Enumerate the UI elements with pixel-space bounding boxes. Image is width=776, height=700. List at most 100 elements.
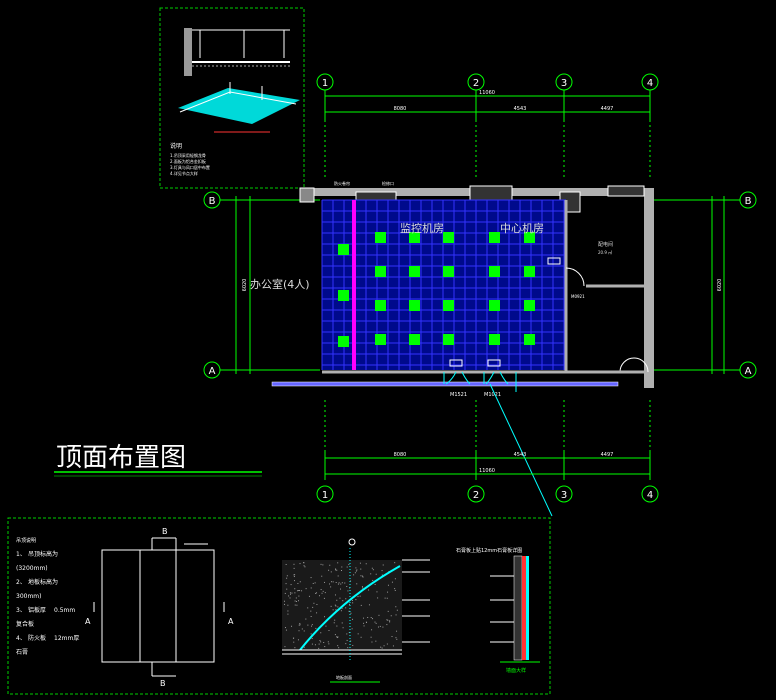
texture-dot — [374, 583, 376, 585]
texture-dot — [381, 570, 383, 572]
texture-dot — [293, 567, 295, 569]
texture-dot — [396, 609, 398, 611]
texture-dot — [285, 629, 287, 631]
texture-dot — [284, 646, 286, 648]
grid-bubbles-side: B A B A — [203, 191, 757, 379]
texture-dot — [349, 603, 351, 605]
side-dim-right: 6020 — [717, 279, 723, 292]
light-panel — [409, 300, 420, 311]
light-panel — [443, 232, 454, 243]
texture-dot — [372, 579, 374, 581]
texture-dot — [377, 597, 379, 599]
light-panel — [489, 334, 500, 345]
texture-dot — [321, 592, 323, 594]
room-label-monitor: 监控机房 — [400, 221, 444, 235]
texture-dot — [329, 583, 331, 585]
texture-dot — [332, 581, 334, 583]
light-panel — [409, 232, 420, 243]
texture-dot — [336, 636, 338, 638]
top-span-dim: 4497 — [601, 106, 614, 112]
texture-dot — [323, 642, 325, 644]
texture-dot — [311, 624, 313, 626]
texture-dot — [394, 589, 396, 591]
texture-dot — [360, 636, 362, 638]
legend-text: 300mm) — [16, 593, 41, 600]
texture-dot — [356, 569, 358, 571]
texture-dot — [357, 633, 359, 635]
texture-dot — [323, 597, 325, 599]
texture-dot — [303, 565, 305, 567]
texture-dot — [351, 628, 353, 630]
texture-dot — [352, 602, 354, 604]
texture-dot — [341, 607, 343, 609]
plan-annotation: 防火卷帘 — [334, 180, 350, 186]
texture-dot — [290, 584, 292, 586]
texture-dot — [314, 582, 316, 584]
texture-dot — [341, 582, 343, 584]
top-dimensions — [324, 90, 651, 180]
texture-dot — [378, 614, 380, 616]
grid-label-2: 2 — [473, 490, 479, 501]
partition-wall — [352, 200, 356, 370]
texture-dot — [367, 616, 369, 618]
texture-dot — [390, 615, 392, 617]
light-panel — [443, 334, 454, 345]
texture-dot — [350, 580, 352, 582]
texture-dot — [296, 604, 298, 606]
section-mark-right: A — [228, 617, 234, 626]
texture-dot — [360, 568, 362, 570]
texture-dot — [319, 640, 321, 642]
texture-dot — [335, 568, 337, 570]
texture-dot — [325, 625, 327, 627]
grid-label-4: 4 — [647, 490, 653, 501]
texture-dot — [316, 603, 318, 605]
texture-dot — [311, 643, 313, 645]
texture-dot — [394, 588, 396, 590]
callout-leader — [489, 383, 553, 517]
legend-text: 地板标高为 — [28, 578, 58, 586]
texture-dot — [375, 622, 377, 624]
texture-dot — [311, 638, 313, 640]
texture-dot — [336, 625, 338, 627]
light-panel — [375, 300, 386, 311]
light-panel — [443, 300, 454, 311]
section-mark-bottom: B — [160, 679, 166, 688]
top-span-dim: 4543 — [514, 106, 527, 112]
legend-title: 吊顶说明 — [16, 537, 36, 544]
texture-dot — [379, 625, 381, 627]
texture-dot — [314, 644, 316, 646]
grid-label-1: 1 — [322, 78, 328, 89]
top-total-dim: 11060 — [479, 90, 495, 96]
grid-label-4: 4 — [647, 78, 653, 89]
bottom-detail-frame — [7, 517, 551, 695]
texture-dot — [346, 639, 348, 641]
texture-dot — [337, 606, 339, 608]
texture-dot — [324, 646, 326, 648]
detail-note: 1.吊顶采用轻钢龙骨 — [170, 152, 206, 158]
texture-dot — [336, 599, 338, 601]
light-panel — [489, 300, 500, 311]
light-panel — [443, 266, 454, 277]
texture-dot — [305, 618, 307, 620]
plan-annotation: 检修口 — [382, 180, 394, 186]
legend-extra: 0.5mm — [54, 607, 75, 614]
texture-dot — [299, 589, 301, 591]
floor-section-detail — [282, 538, 430, 683]
texture-dot — [322, 590, 324, 592]
texture-dot — [293, 580, 295, 582]
texture-dot — [298, 600, 300, 602]
texture-dot — [286, 577, 288, 579]
light-panel — [524, 232, 535, 243]
texture-dot — [370, 617, 372, 619]
texture-dot — [320, 632, 322, 634]
texture-dot — [284, 592, 286, 594]
texture-dot — [350, 640, 352, 642]
texture-dot — [371, 641, 373, 643]
texture-dot — [285, 583, 287, 585]
texture-dot — [313, 602, 315, 604]
texture-dot — [307, 624, 309, 626]
grid-label-a: A — [209, 366, 216, 377]
legend-text: 防火板 — [28, 634, 46, 642]
texture-dot — [301, 628, 303, 630]
